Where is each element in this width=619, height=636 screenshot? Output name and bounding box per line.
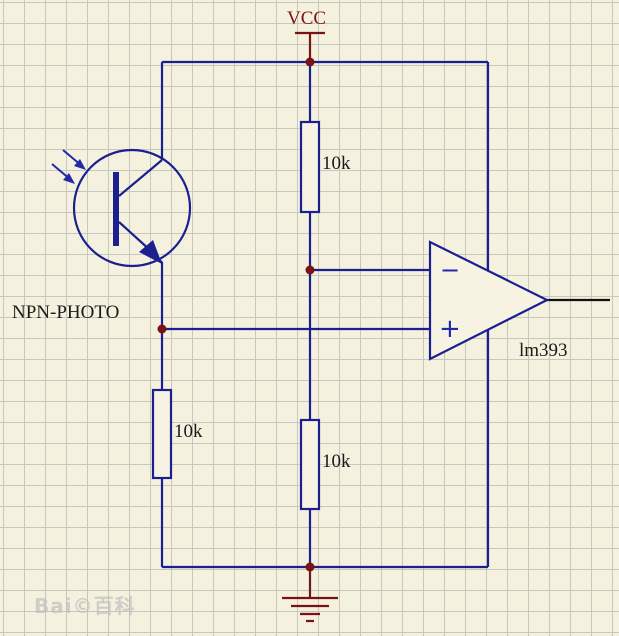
junction-dot-sensor bbox=[157, 324, 167, 334]
bottom-divider-resistor-label: 10k bbox=[322, 451, 351, 472]
phototransistor-label: NPN-PHOTO bbox=[12, 302, 120, 323]
vcc-label: VCC bbox=[287, 8, 327, 29]
top-divider-resistor-label: 10k bbox=[322, 153, 351, 174]
resistor-emitter bbox=[151, 388, 173, 480]
comparator-label: lm393 bbox=[519, 340, 568, 361]
junction-dot-ground bbox=[305, 562, 315, 572]
vcc-supply-symbol bbox=[295, 31, 325, 62]
junction-dot-vcc bbox=[305, 57, 315, 67]
comparator-symbol bbox=[428, 240, 550, 361]
noninverting-input-sign: + bbox=[439, 314, 461, 344]
junction-dot-divider bbox=[305, 265, 315, 275]
light-arrows-icon bbox=[51, 149, 86, 184]
phototransistor-symbol bbox=[72, 148, 192, 268]
resistor-bottom-divider bbox=[299, 418, 321, 511]
inverting-input-sign: − bbox=[440, 256, 461, 284]
resistor-top-divider bbox=[299, 120, 321, 214]
emitter-resistor-label: 10k bbox=[174, 421, 203, 442]
ground-symbol bbox=[282, 596, 338, 623]
watermark-logo: Bai©百科 bbox=[34, 594, 136, 618]
